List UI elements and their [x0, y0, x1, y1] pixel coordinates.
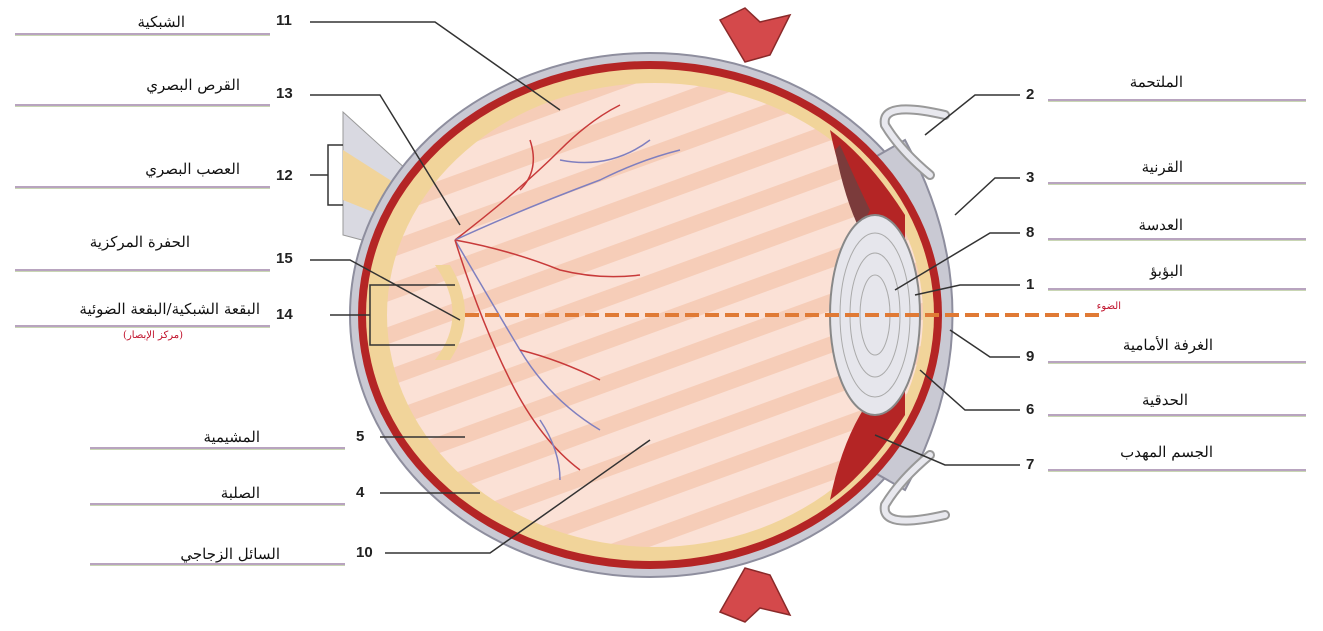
underline-6 — [1048, 414, 1306, 417]
number-1: 1 — [1026, 276, 1035, 293]
muscle-top — [718, 7, 792, 63]
number-15: 15 — [276, 250, 293, 267]
number-6: 6 — [1026, 401, 1035, 418]
underline-15 — [15, 269, 270, 272]
label-conjunctiva: الملتحمة — [1129, 73, 1183, 91]
label-lens: العدسة — [1138, 216, 1183, 234]
number-11: 11 — [276, 12, 292, 29]
underline-12 — [15, 186, 270, 189]
number-13: 13 — [276, 85, 293, 102]
number-7: 7 — [1026, 456, 1035, 473]
number-3: 3 — [1026, 169, 1035, 186]
label-sclera: الصلبة — [220, 484, 260, 502]
muscle-bottom — [718, 567, 792, 623]
number-10: 10 — [356, 544, 373, 561]
number-12: 12 — [276, 167, 293, 184]
label-fovea: الحفرة المركزية — [89, 233, 190, 251]
label-optic-disc: القرص البصري — [146, 76, 240, 94]
label-cornea: القرنية — [1141, 158, 1183, 176]
underline-2 — [1048, 99, 1306, 102]
label-anterior-chamber: الغرفة الأمامية — [1122, 336, 1213, 354]
number-8: 8 — [1026, 224, 1035, 241]
bracket-12 — [310, 144, 343, 206]
leader-lines — [310, 21, 1020, 554]
label-light: الضوء — [1096, 301, 1121, 312]
label-iris: الحدقية — [1141, 391, 1188, 409]
underline-4 — [90, 503, 345, 506]
underline-1 — [1048, 288, 1306, 291]
label-vitreous: السائل الزجاجي — [180, 545, 280, 563]
underline-11 — [15, 33, 270, 36]
number-9: 9 — [1026, 348, 1035, 365]
underline-3 — [1048, 182, 1306, 185]
number-14: 14 — [276, 306, 293, 323]
number-5: 5 — [356, 428, 365, 445]
label-pupil: البؤبؤ — [1150, 262, 1183, 280]
number-4: 4 — [356, 484, 365, 501]
underline-13 — [15, 104, 270, 107]
bracket-14 — [330, 284, 455, 346]
underline-9 — [1048, 361, 1306, 364]
retinal-vessels — [454, 104, 681, 481]
underline-5 — [90, 447, 345, 450]
number-2: 2 — [1026, 86, 1035, 103]
label-optic-nerve: العصب البصري — [145, 160, 240, 178]
label-choroid: المشيمية — [203, 428, 260, 446]
label-retina: الشبكية — [137, 13, 186, 31]
underline-14 — [15, 325, 270, 328]
underline-10 — [90, 563, 345, 566]
underline-7 — [1048, 469, 1306, 472]
label-ciliary-body: الجسم المهدب — [1120, 443, 1213, 461]
label-macula-sub: (مركز الإبصار) — [123, 330, 183, 341]
label-macula: البقعة الشبكية/البقعة الضوئية — [79, 300, 260, 318]
underline-8 — [1048, 238, 1306, 241]
